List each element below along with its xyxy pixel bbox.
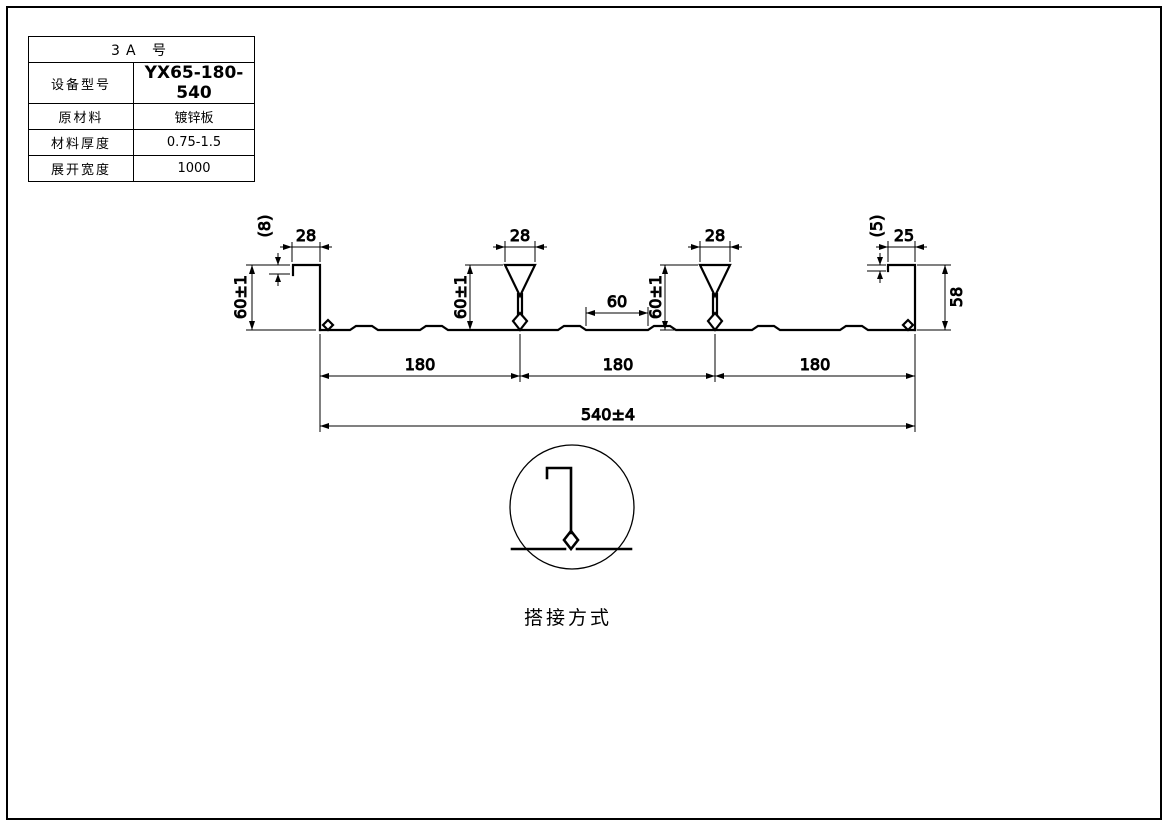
dim-overall-width-text: 540±4 (581, 405, 635, 424)
dim-right-lip-height: (5) (867, 214, 887, 283)
dim-rib1-height: 60±1 (451, 264, 512, 331)
dim-pitch2-text: 180 (603, 355, 634, 374)
dim-rib1-width: 28 (493, 226, 547, 262)
detail-caption: 搭接方式 (524, 607, 612, 629)
dim-right-height-text: 58 (947, 287, 966, 307)
dim-pitch-chain: 180 180 180 (319, 334, 916, 432)
detail-circle (509, 444, 635, 570)
profile-rib-2 (698, 263, 732, 332)
title-block-header-row: 3A 号 (28, 36, 255, 63)
profile-bottom-pan (318, 324, 917, 332)
thickness-label: 材料厚度 (28, 129, 134, 156)
material-value: 镀锌板 (133, 103, 255, 130)
dim-right-lip-height-text: (5) (867, 215, 886, 238)
coil-width-value: 1000 (133, 155, 255, 182)
dim-rib1-height-text: 60±1 (451, 275, 470, 319)
dim-left-height: 60±1 (231, 264, 316, 331)
dim-rib1-width-text: 28 (510, 226, 530, 245)
dim-pitch1-text: 180 (405, 355, 436, 374)
profile-section (291, 263, 917, 332)
profile-rib-1 (503, 263, 537, 332)
dim-right-lip-width-text: 25 (894, 226, 914, 245)
dim-left-lip-height-text: (8) (255, 215, 274, 238)
dim-rib2-width: 28 (688, 226, 742, 262)
dim-rib2-height-text: 60±1 (646, 275, 665, 319)
dim-pitch3-text: 180 (800, 355, 831, 374)
dim-left-lip-width-text: 28 (296, 226, 316, 245)
coil-width-label: 展开宽度 (28, 155, 134, 182)
dim-rib2-width-text: 28 (705, 226, 725, 245)
profile-left-edge (291, 263, 322, 332)
title-block-row-model: 设备型号 YX65-180-540 (28, 62, 255, 104)
dim-left-lip-height: (8) (255, 214, 290, 286)
drawing-frame (6, 6, 1162, 820)
title-block-row-coil-width: 展开宽度 1000 (28, 155, 255, 182)
dim-overall-width: 540±4 (320, 405, 915, 429)
dim-flat-gap-text: 60 (607, 292, 627, 311)
dim-flat-gap: 60 (585, 292, 649, 326)
dim-right-height: 58 (917, 264, 967, 331)
detail-seam-diamond (562, 528, 580, 552)
dim-left-lip-width: 28 (280, 226, 332, 262)
title-block-row-material: 原材料 镀锌板 (28, 103, 255, 130)
model-label: 设备型号 (28, 62, 134, 104)
lap-joint-detail: 搭接方式 (509, 444, 635, 629)
thickness-value: 0.75-1.5 (133, 129, 255, 156)
profile-right-edge (886, 263, 917, 332)
drawing-number: 3A 号 (28, 36, 255, 63)
title-block: 3A 号 设备型号 YX65-180-540 原材料 镀锌板 材料厚度 0.75… (28, 36, 255, 182)
profile-left-base-notch (321, 318, 335, 332)
material-label: 原材料 (28, 103, 134, 130)
dim-left-height-text: 60±1 (231, 275, 250, 319)
title-block-row-thickness: 材料厚度 0.75-1.5 (28, 129, 255, 156)
profile-right-base-notch (901, 318, 915, 332)
dim-rib2-height: 60±1 (646, 264, 707, 331)
dimension-annotations: 28 (8) 60±1 28 60±1 (231, 214, 967, 432)
model-value: YX65-180-540 (133, 62, 255, 104)
dim-right-lip-width: 25 (876, 226, 927, 262)
detail-hook-profile (545, 466, 573, 535)
